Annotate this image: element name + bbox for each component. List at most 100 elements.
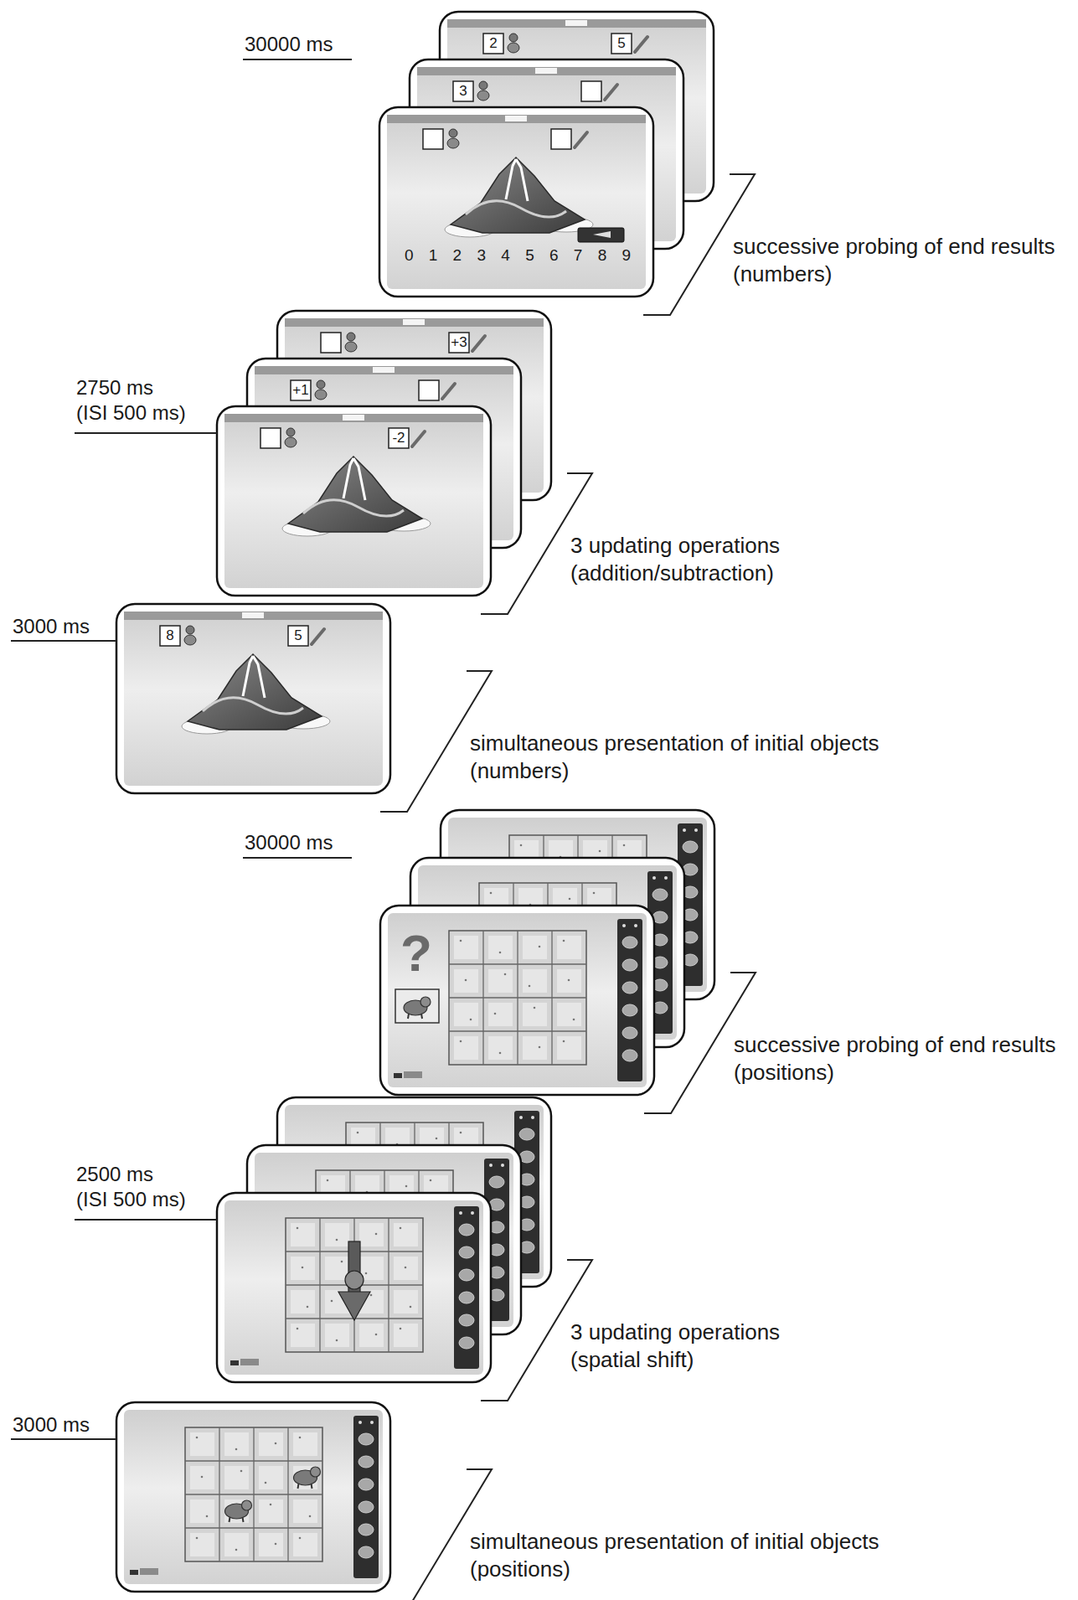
strip-mark [500,1163,505,1167]
top-bar-notch [242,612,264,619]
screen-frame [379,107,654,297]
screen-ground [123,1409,383,1584]
top-bar [224,413,484,423]
grid-dot [370,1294,373,1297]
player-icon [184,634,196,645]
grid-dot [299,1436,302,1440]
number-box [290,380,311,401]
animal-figure [407,1013,409,1019]
player-icon [284,437,297,448]
grid-dot [464,979,468,982]
top-bar-notch [565,20,588,26]
top-bar-notch [535,67,558,74]
grid-dot [196,1537,199,1540]
grid-cell [290,1323,315,1347]
strip-icon [358,1433,374,1445]
player-icon [447,138,460,149]
box-number: +1 [290,380,311,401]
grid-dot [274,1442,278,1445]
screen-frame [116,1402,391,1592]
grid-cell [453,1002,479,1027]
number-box [288,625,309,646]
grid-dot [533,1006,537,1010]
grid-dot [459,1040,463,1043]
probe-picture [395,989,439,1023]
animal-figure [242,1500,253,1511]
grid-dot [330,1299,334,1303]
grid-cell [557,1002,582,1027]
strip-icon [622,1049,638,1062]
number-box [581,81,602,102]
grid-dot [562,939,566,943]
screen-ground [386,114,646,289]
player-icon [448,128,458,138]
strip-icon [459,1223,475,1236]
grid-dot [538,1046,542,1049]
status-mark [139,1568,159,1575]
strip-icon [459,1336,475,1349]
strip-mark [531,1115,535,1120]
grid-line [185,1493,323,1495]
player-icon [479,81,488,90]
number-box [611,33,632,54]
number-box [159,625,181,646]
number-box [422,128,444,150]
number-box [260,428,281,449]
animal-figure [242,1516,244,1522]
animal-figure [311,1483,313,1489]
grid-dot [623,844,626,847]
phase-label: 3 updating operations (addition/subtract… [570,531,801,587]
grid-dot [274,1542,278,1546]
grid-cell [557,935,582,960]
grid-dot [399,1327,403,1331]
grid-dot [365,1272,368,1275]
pencil-icon [311,629,325,645]
number-box [388,428,409,449]
screen-ground [123,611,383,786]
grid-dot [356,1131,360,1135]
strip-icon [622,936,638,949]
mountain-path [465,201,567,217]
grid-dot [264,1481,268,1485]
animal-figure [310,1466,321,1477]
pencil-icon [442,383,455,399]
strip-icon [358,1478,374,1491]
grid-dot [404,1266,408,1269]
strip-mark [664,876,668,880]
grid-dot [240,1470,243,1473]
duration-underline [10,639,117,642]
strip-mark [459,1211,463,1215]
enter-button [577,227,625,243]
top-bar [447,19,707,28]
shift-arrow [338,1291,371,1321]
grid [185,1427,323,1562]
grid-cell [224,1432,249,1456]
phase-label: successive probing of end results (numbe… [732,232,1064,288]
grid-cell [190,1465,215,1490]
grid-dot [405,1185,408,1188]
duration-label: 3000 ms [12,1412,90,1438]
grid-dot [435,1137,439,1140]
player-icon [345,341,357,352]
box-number: 5 [611,33,632,54]
status-mark [393,1072,403,1078]
grid-dot [409,1305,413,1309]
grid-cell [393,1289,418,1314]
strip-icon [459,1268,475,1281]
grid [448,930,587,1065]
number-box [453,81,474,102]
grid-cell [258,1532,284,1557]
strip-icon [358,1500,374,1513]
mountain [288,456,423,532]
grid-cell [290,1289,315,1314]
phase-label: successive probing of end results (posit… [733,1031,1065,1086]
box-number: 2 [483,33,504,54]
grid-cell [453,935,479,960]
strip-icon [459,1291,475,1304]
strip-mark [370,1420,374,1424]
top-bar-notch [402,319,425,325]
animal-figure [298,1483,300,1489]
grid-dot [235,1548,238,1552]
strip-icon [358,1546,374,1558]
player-icon [477,90,490,101]
